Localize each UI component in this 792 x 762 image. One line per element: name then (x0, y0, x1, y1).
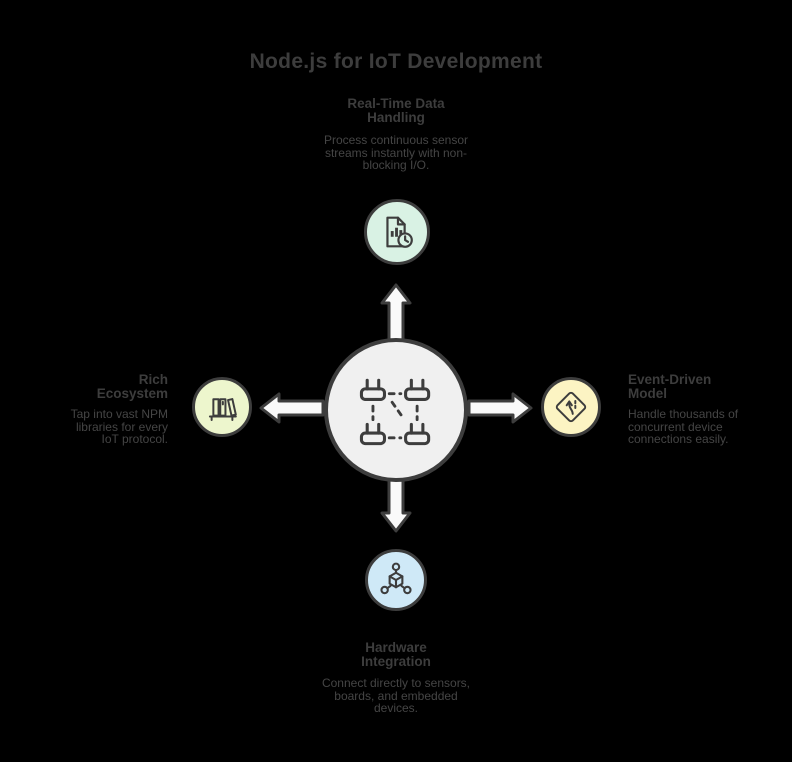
bottom-node-label-line-2: Integration (361, 654, 431, 669)
top-node-desc-line-1: Process continuous sensor (323, 133, 469, 147)
right-node-desc-line-3: connections easily. (628, 432, 729, 446)
bottom-node-description: Connect directly to sensors, boards, and… (0, 677, 792, 715)
bottom-node-circle (365, 549, 427, 611)
bottom-node-desc-line-1: Connect directly to sensors, (321, 676, 471, 690)
top-node-description: Process continuous sensor streams instan… (0, 134, 792, 172)
report-with-clock-icon (386, 216, 413, 248)
top-node-label-line-1: Real-Time Data (347, 96, 445, 111)
left-node-circle (192, 377, 252, 437)
connected-devices-icon (359, 378, 431, 446)
arrow-up (380, 283, 412, 343)
bottom-node-desc-line-3: devices. (373, 701, 419, 715)
left-node-desc-line-1: Tap into vast NPM (70, 407, 168, 421)
left-node-label-line-2: Ecosystem (96, 386, 168, 401)
right-node-circle (541, 377, 601, 437)
central-hub-circle (324, 338, 468, 482)
cube-molecule-icon (380, 562, 412, 595)
left-node-label: Rich Ecosystem (18, 373, 168, 401)
left-node-textblock: Rich Ecosystem Tap into vast NPM librari… (18, 373, 168, 446)
left-node-label-line-1: Rich (138, 372, 168, 387)
arrow-left (259, 392, 325, 424)
top-node-textblock: Real-Time Data Handling Process continuo… (0, 97, 792, 172)
left-node-desc-line-2: libraries for every (75, 419, 168, 434)
right-node-textblock: Event-Driven Model Handle thousands of c… (628, 373, 778, 446)
top-node-label: Real-Time Data Handling (0, 97, 792, 125)
bottom-node-label: Hardware Integration (0, 641, 792, 669)
top-node-label-line-2: Handling (367, 110, 425, 125)
diagram-title: Node.js for IoT Development (249, 50, 543, 73)
bottom-node-label-line-1: Hardware (365, 640, 427, 655)
bottom-node-textblock: Hardware Integration Connect directly to… (0, 641, 792, 715)
right-node-desc-line-1: Handle thousands of (628, 407, 739, 421)
top-node-desc-line-3: blocking I/O. (362, 158, 430, 172)
left-node-desc-line-3: IoT protocol. (101, 432, 168, 446)
bottom-node-desc-line-2: boards, and embedded (334, 688, 458, 703)
arrow-right (467, 392, 533, 424)
arrow-down (380, 475, 412, 533)
right-node-label: Event-Driven Model (628, 373, 778, 401)
right-node-desc-line-2: concurrent device (628, 419, 723, 434)
top-node-desc-line-2: streams instantly with non- (324, 145, 468, 160)
right-node-label-line-2: Model (628, 386, 667, 401)
bookshelf-icon (208, 398, 237, 421)
right-node-description: Handle thousands of concurrent device co… (628, 408, 778, 446)
merge-road-sign-icon (555, 391, 587, 423)
left-node-description: Tap into vast NPM libraries for every Io… (18, 408, 168, 446)
right-node-label-line-1: Event-Driven (628, 372, 712, 387)
top-node-circle (364, 199, 430, 265)
